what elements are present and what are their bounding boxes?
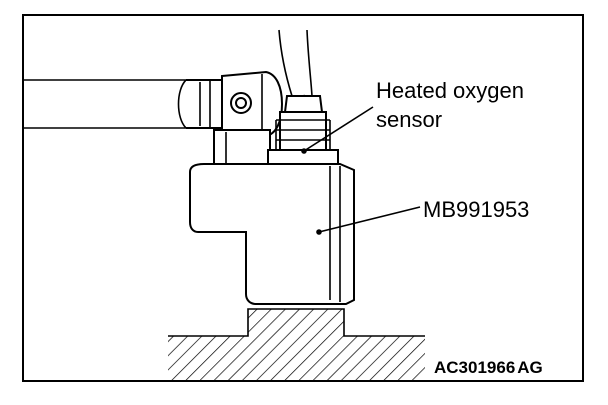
label-sensor-line1: Heated oxygen [376, 78, 524, 103]
wrench-head [213, 70, 284, 166]
sensor-pointer-dot [301, 148, 307, 154]
ground-base [168, 308, 425, 381]
leader-lines [301, 106, 421, 235]
special-tool-body [189, 163, 355, 305]
wrench-handle [24, 79, 238, 129]
label-tool: MB991953 [423, 197, 529, 222]
sensor-wires [278, 29, 324, 113]
oxygen-sensor [267, 111, 339, 169]
figure-code-suffix: AG [517, 358, 543, 377]
tool-pointer-dot [316, 229, 322, 235]
figure-code-number: AC301966 [434, 358, 515, 377]
label-sensor-line2: sensor [376, 107, 442, 132]
